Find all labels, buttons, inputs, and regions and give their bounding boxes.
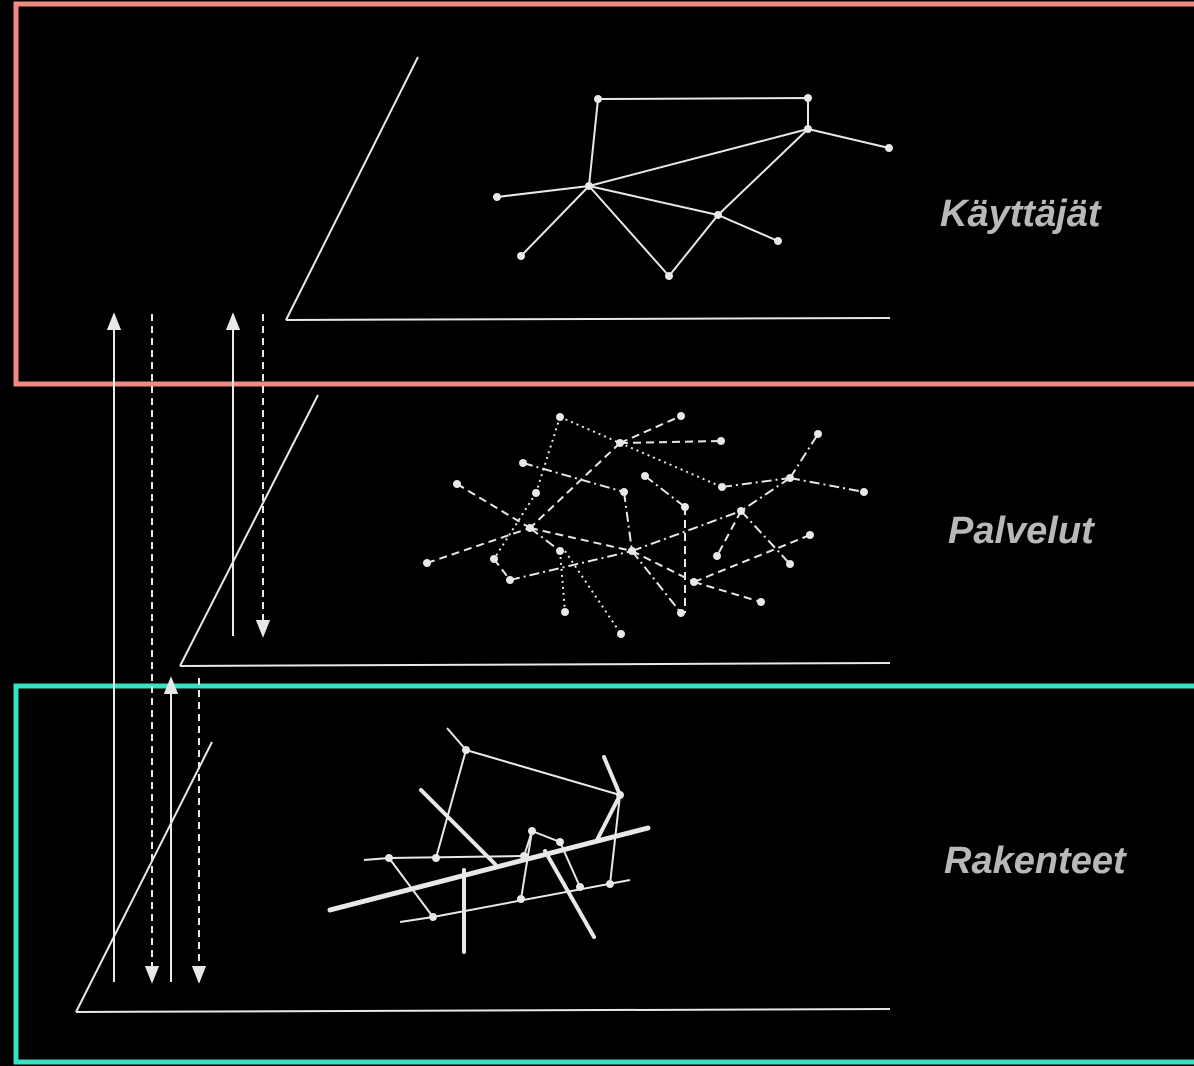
- inter-layer-arrows: [106, 312, 271, 984]
- structures-network-thick: [327, 755, 651, 954]
- services-layer-label: Palvelut: [948, 510, 1094, 552]
- services-plane: [179, 394, 891, 667]
- structures-layer-label: Rakenteet: [944, 840, 1126, 882]
- services-network-dotted: [493, 416, 723, 635]
- structures-plane: [75, 741, 891, 1013]
- services-network-nodes: [423, 412, 868, 638]
- structures-network-thin: [363, 727, 631, 923]
- structures-layer-frame: [13, 683, 1194, 1065]
- services-network-dashed: [426, 415, 811, 613]
- users-layer-label: Käyttäjät: [940, 193, 1101, 235]
- services-network-dashdot: [509, 433, 865, 614]
- structures-network-nodes: [385, 746, 624, 921]
- users-network: [496, 96, 890, 277]
- users-network-nodes: [493, 94, 893, 280]
- users-plane: [285, 56, 891, 321]
- users-layer-frame: [13, 1, 1194, 387]
